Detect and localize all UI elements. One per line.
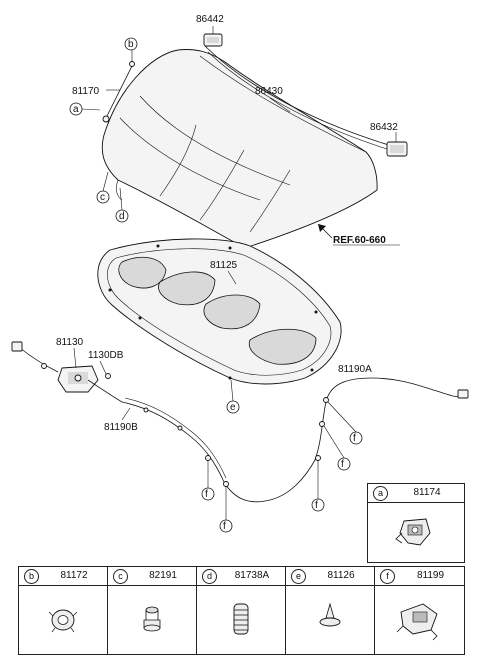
legend-key-f: f [380, 569, 395, 584]
legend-cell-c: c 82191 [108, 567, 197, 654]
marker-f-2: f [219, 487, 233, 533]
marker-b-top: b [124, 37, 138, 51]
marker-e-insulator: e [226, 379, 240, 414]
svg-text:f: f [353, 433, 356, 444]
legend-part-82191: 82191 [149, 570, 177, 581]
callout-86442: 86442 [196, 14, 224, 25]
legend-row: b 81172 c 82191 d 81738A [18, 566, 465, 655]
legend-key-e: e [291, 569, 306, 584]
svg-text:f: f [223, 521, 226, 532]
marker-c-top: c [96, 171, 110, 204]
callout-81170: 81170 [72, 86, 100, 97]
legend-part-81738A: 81738A [234, 570, 270, 581]
legend-part-81199: 81199 [416, 570, 445, 581]
hood-panel [101, 45, 393, 249]
legend-header-a: a 81174 [368, 484, 464, 503]
legend-cell-f: f 81199 [375, 567, 464, 654]
marker-f-1: f [201, 461, 215, 501]
svg-text:f: f [341, 459, 344, 470]
hood-latch [11, 341, 123, 403]
legend-cell-e: e 81126 [286, 567, 375, 654]
callout-81130: 81130 [56, 337, 84, 348]
legend-part-81126: 81126 [327, 570, 355, 581]
svg-text:f: f [315, 500, 318, 511]
clip-icon [368, 503, 464, 562]
hood-rod [102, 61, 135, 123]
svg-text:e: e [230, 402, 236, 413]
hood-emblem [203, 26, 223, 47]
marker-a-top: a [69, 102, 101, 116]
svg-text:f: f [205, 489, 208, 500]
callout-81125: 81125 [210, 260, 238, 271]
legend-key-b: b [24, 569, 39, 584]
legend-part-81172: 81172 [60, 570, 88, 581]
svg-text:c: c [100, 192, 105, 203]
legend-cell-d: d 81738A [197, 567, 286, 654]
ribbed-bumper-icon [197, 586, 285, 654]
cable-clip-icon [375, 586, 464, 654]
callout-81190B: 81190B [104, 422, 138, 433]
legend-cell-b: b 81172 [19, 567, 108, 654]
legend-part-81174: 81174 [413, 487, 441, 498]
marker-d-top: d [115, 187, 129, 223]
svg-text:d: d [119, 211, 125, 222]
grommet-icon [19, 586, 107, 654]
hood-insulator [97, 238, 342, 385]
release-cables [121, 377, 469, 503]
callout-81190A: 81190A [338, 364, 372, 375]
marker-f-5: f [327, 401, 363, 445]
svg-text:b: b [128, 39, 134, 50]
callout-86430: 86430 [255, 86, 283, 97]
hood-right-bracket [386, 132, 408, 157]
legend-key-c: c [113, 569, 128, 584]
callout-ref-60-660: REF.60-660 [333, 235, 386, 246]
legend-key-a: a [373, 486, 388, 501]
legend-key-d: d [202, 569, 217, 584]
legend-box-a: a 81174 [367, 483, 465, 563]
callout-1130DB: 1130DB [88, 350, 124, 361]
marker-f-4: f [323, 425, 351, 471]
marker-f-3: f [311, 461, 325, 512]
svg-text:a: a [73, 104, 79, 115]
pin-clip-icon [286, 586, 374, 654]
bumper-icon [108, 586, 196, 654]
callout-86432: 86432 [370, 122, 398, 133]
